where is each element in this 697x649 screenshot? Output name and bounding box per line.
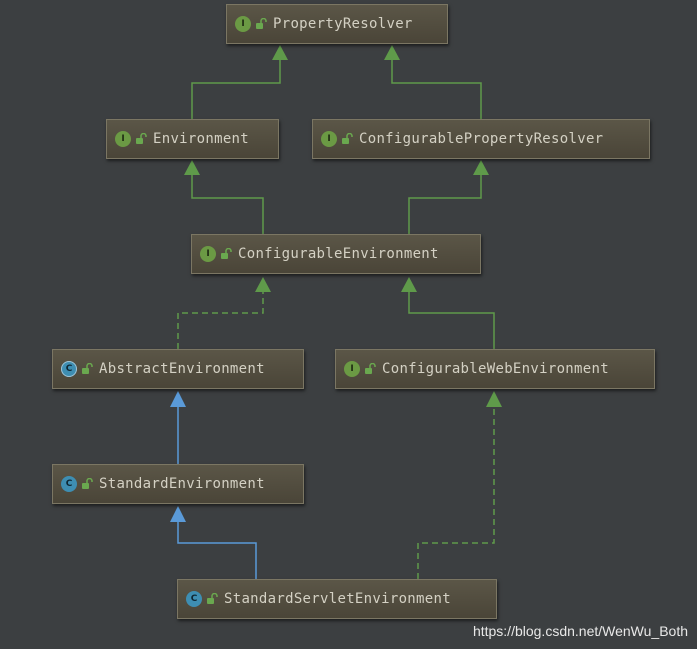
arrowhead-property-resolver-left bbox=[272, 45, 288, 60]
unlock-icon bbox=[207, 593, 218, 604]
interface-icon: I bbox=[344, 361, 360, 377]
node-standard-environment[interactable]: C StandardEnvironment bbox=[52, 464, 304, 504]
class-icon: C bbox=[186, 591, 202, 607]
unlock-icon bbox=[221, 248, 232, 259]
edge-sse-to-cwe bbox=[417, 407, 495, 579]
interface-icon: I bbox=[115, 131, 131, 147]
unlock-icon bbox=[82, 363, 93, 374]
edge-sse-to-standard-environment bbox=[177, 522, 257, 579]
interface-icon: I bbox=[200, 246, 216, 262]
node-label: ConfigurablePropertyResolver bbox=[359, 131, 604, 147]
edge-abstract-environment-to-configurable-environment bbox=[177, 292, 264, 349]
edge-environment-to-property-resolver bbox=[191, 60, 281, 119]
arrowhead-cpr bbox=[473, 160, 489, 175]
arrowhead-abstract-environment bbox=[170, 391, 186, 407]
arrowhead-environment bbox=[184, 160, 200, 175]
unlock-icon bbox=[365, 363, 376, 374]
abstract-class-icon: C bbox=[61, 361, 77, 377]
node-label: ConfigurableWebEnvironment bbox=[382, 361, 609, 377]
node-configurable-property-resolver[interactable]: I ConfigurablePropertyResolver bbox=[312, 119, 650, 159]
arrowhead-cwe bbox=[486, 391, 502, 407]
node-label: PropertyResolver bbox=[273, 16, 413, 32]
unlock-icon bbox=[82, 478, 93, 489]
node-configurable-web-environment[interactable]: I ConfigurableWebEnvironment bbox=[335, 349, 655, 389]
node-label: StandardEnvironment bbox=[99, 476, 265, 492]
node-label: Environment bbox=[153, 131, 250, 147]
interface-icon: I bbox=[321, 131, 337, 147]
edge-configurable-environment-to-environment bbox=[191, 175, 264, 234]
edge-cwe-to-configurable-environment bbox=[408, 292, 495, 349]
node-property-resolver[interactable]: I PropertyResolver bbox=[226, 4, 448, 44]
arrowhead-property-resolver-right bbox=[384, 45, 400, 60]
node-label: AbstractEnvironment bbox=[99, 361, 265, 377]
class-icon: C bbox=[61, 476, 77, 492]
unlock-icon bbox=[256, 18, 267, 29]
interface-icon: I bbox=[235, 16, 251, 32]
node-label: ConfigurableEnvironment bbox=[238, 246, 439, 262]
node-label: StandardServletEnvironment bbox=[224, 591, 451, 607]
edge-cpr-to-property-resolver bbox=[391, 60, 482, 119]
node-abstract-environment[interactable]: C AbstractEnvironment bbox=[52, 349, 304, 389]
watermark-url: https://blog.csdn.net/WenWu_Both bbox=[472, 623, 688, 639]
arrowhead-configurable-environment-right bbox=[401, 277, 417, 292]
arrowhead-configurable-environment-left bbox=[255, 277, 271, 292]
node-environment[interactable]: I Environment bbox=[106, 119, 279, 159]
arrowhead-standard-environment bbox=[170, 506, 186, 522]
unlock-icon bbox=[136, 133, 147, 144]
unlock-icon bbox=[342, 133, 353, 144]
edge-configurable-environment-to-cpr bbox=[408, 175, 482, 234]
node-standard-servlet-environment[interactable]: C StandardServletEnvironment bbox=[177, 579, 497, 619]
node-configurable-environment[interactable]: I ConfigurableEnvironment bbox=[191, 234, 481, 274]
